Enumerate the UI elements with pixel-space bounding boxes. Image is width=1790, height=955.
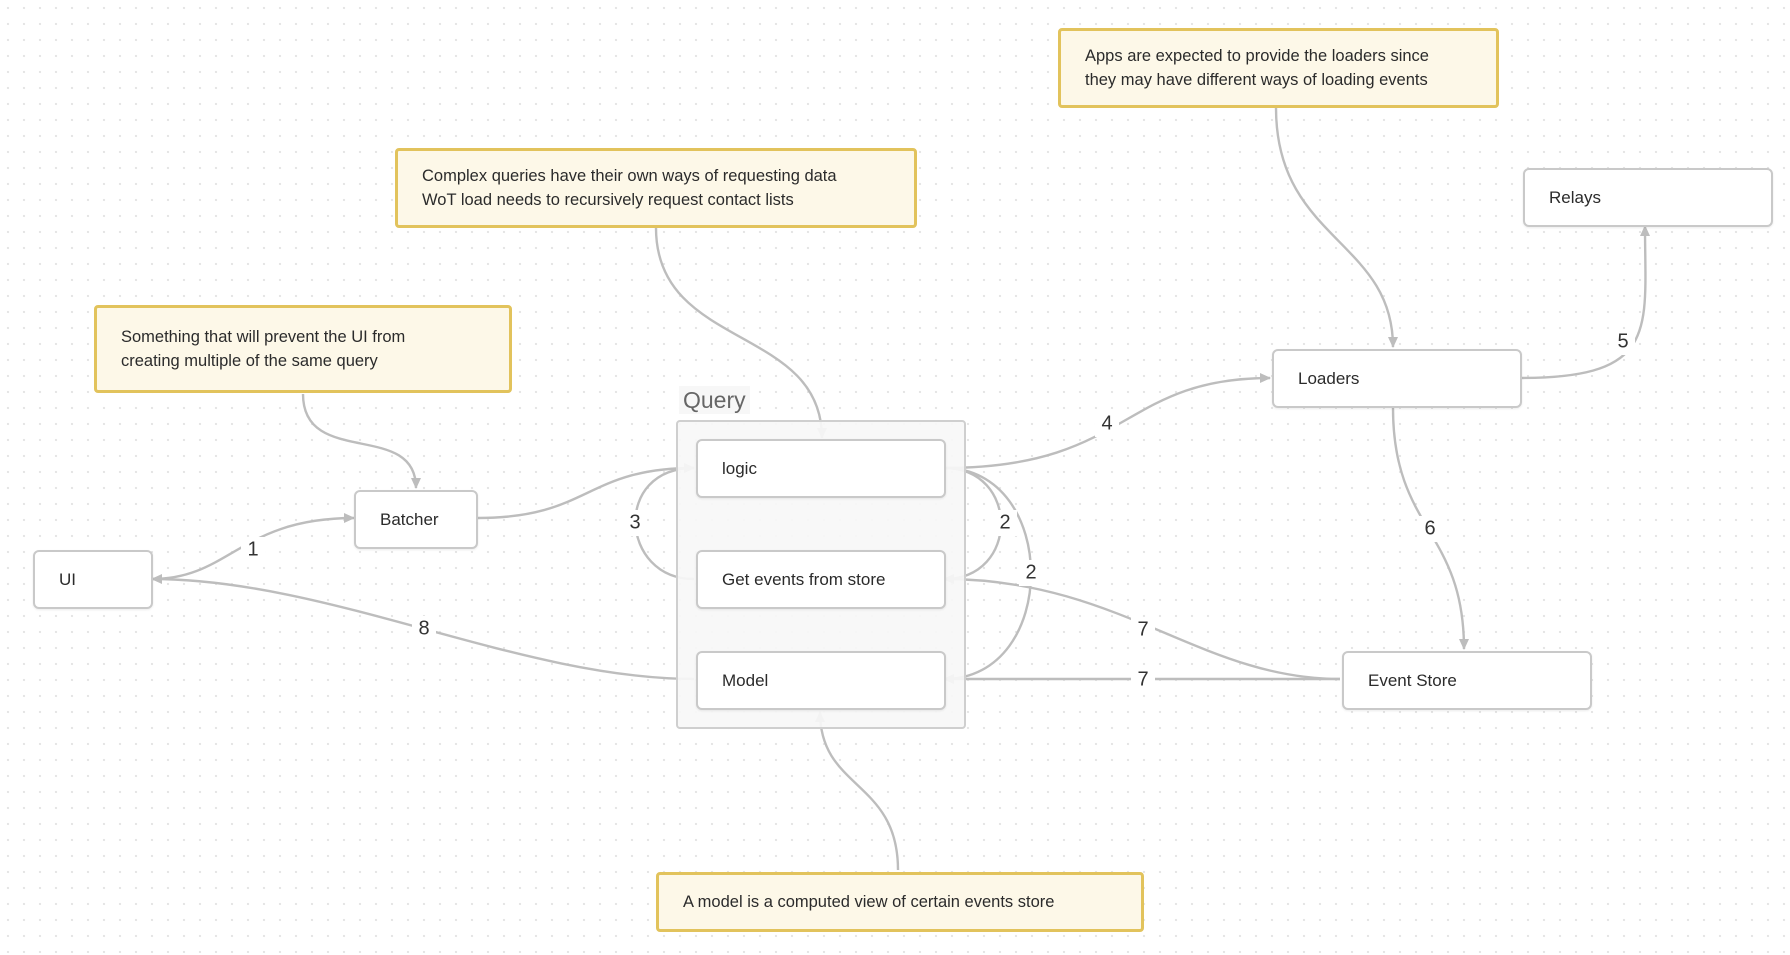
query-group-title: Query — [679, 386, 750, 414]
svg-text:7: 7 — [1137, 618, 1148, 640]
svg-text:6: 6 — [1424, 517, 1435, 539]
svg-text:1: 1 — [247, 538, 258, 560]
svg-text:5: 5 — [1617, 330, 1628, 352]
batcher-note-line-1: Something that will prevent the UI from — [121, 328, 406, 346]
batcher-note[interactable]: Something that will prevent the UI from … — [94, 305, 512, 393]
edge-label-logic-get-events: 2 — [993, 510, 1017, 536]
edge-label-logic-model: 2 — [1019, 560, 1043, 586]
edge-batcher-to-logic — [477, 463, 695, 520]
edge-label-get-events-logic: 3 — [623, 510, 647, 536]
edge-label-event-store-model: 7 — [1131, 667, 1155, 693]
loaders-note-line-2: they may have different ways of loading … — [1085, 71, 1428, 89]
batcher-note-line-2: creating multiple of the same query — [121, 352, 378, 370]
svg-text:8: 8 — [418, 617, 429, 639]
edge-label-loaders-relays: 5 — [1611, 329, 1635, 355]
relays-node[interactable]: Relays — [1523, 168, 1773, 227]
complex-queries-note[interactable]: Complex queries have their own ways of r… — [395, 148, 917, 228]
edge-label-ui-batcher: 1 — [241, 537, 265, 563]
edge-loaders-to-relays — [1519, 225, 1651, 380]
edge-label-model-ui: 8 — [412, 616, 436, 642]
logic-node[interactable]: logic — [696, 439, 946, 498]
complex-note-line-1: Complex queries have their own ways of r… — [422, 167, 837, 185]
svg-text:7: 7 — [1137, 668, 1148, 690]
edge-loaders-to-event-store — [1391, 407, 1469, 650]
edge-label-logic-loaders: 4 — [1095, 411, 1119, 437]
edge-label-event-store-get-events: 7 — [1131, 617, 1155, 643]
edge-model-to-ui — [151, 574, 695, 681]
edge-event-store-to-get-events — [943, 574, 1341, 681]
edge-loaders-note-to-loaders — [1274, 107, 1398, 348]
loaders-note[interactable]: Apps are expected to provide the loaders… — [1058, 28, 1499, 108]
loaders-node[interactable]: Loaders — [1272, 349, 1522, 408]
svg-text:4: 4 — [1101, 412, 1112, 434]
model-note-line-1: A model is a computed view of certain ev… — [683, 893, 1055, 911]
complex-note-line-2: WoT load needs to recursively request co… — [422, 191, 794, 209]
model-node[interactable]: Model — [696, 651, 946, 710]
batcher-node[interactable]: Batcher — [354, 490, 478, 549]
edge-model-note-to-model — [815, 711, 900, 871]
get-events-node[interactable]: Get events from store — [696, 550, 946, 609]
loaders-note-line-1: Apps are expected to provide the loaders… — [1085, 47, 1429, 65]
event-store-node[interactable]: Event Store — [1342, 651, 1592, 710]
edge-batcher-note-to-batcher — [301, 393, 421, 489]
svg-text:3: 3 — [629, 511, 640, 533]
edge-ui-to-batcher — [151, 513, 355, 581]
ui-node[interactable]: UI — [33, 550, 153, 609]
edge-label-loaders-event-store: 6 — [1418, 516, 1442, 542]
edge-logic-to-loaders — [943, 373, 1271, 470]
svg-text:2: 2 — [1025, 561, 1036, 583]
model-note[interactable]: A model is a computed view of certain ev… — [656, 872, 1144, 932]
svg-text:2: 2 — [999, 511, 1010, 533]
